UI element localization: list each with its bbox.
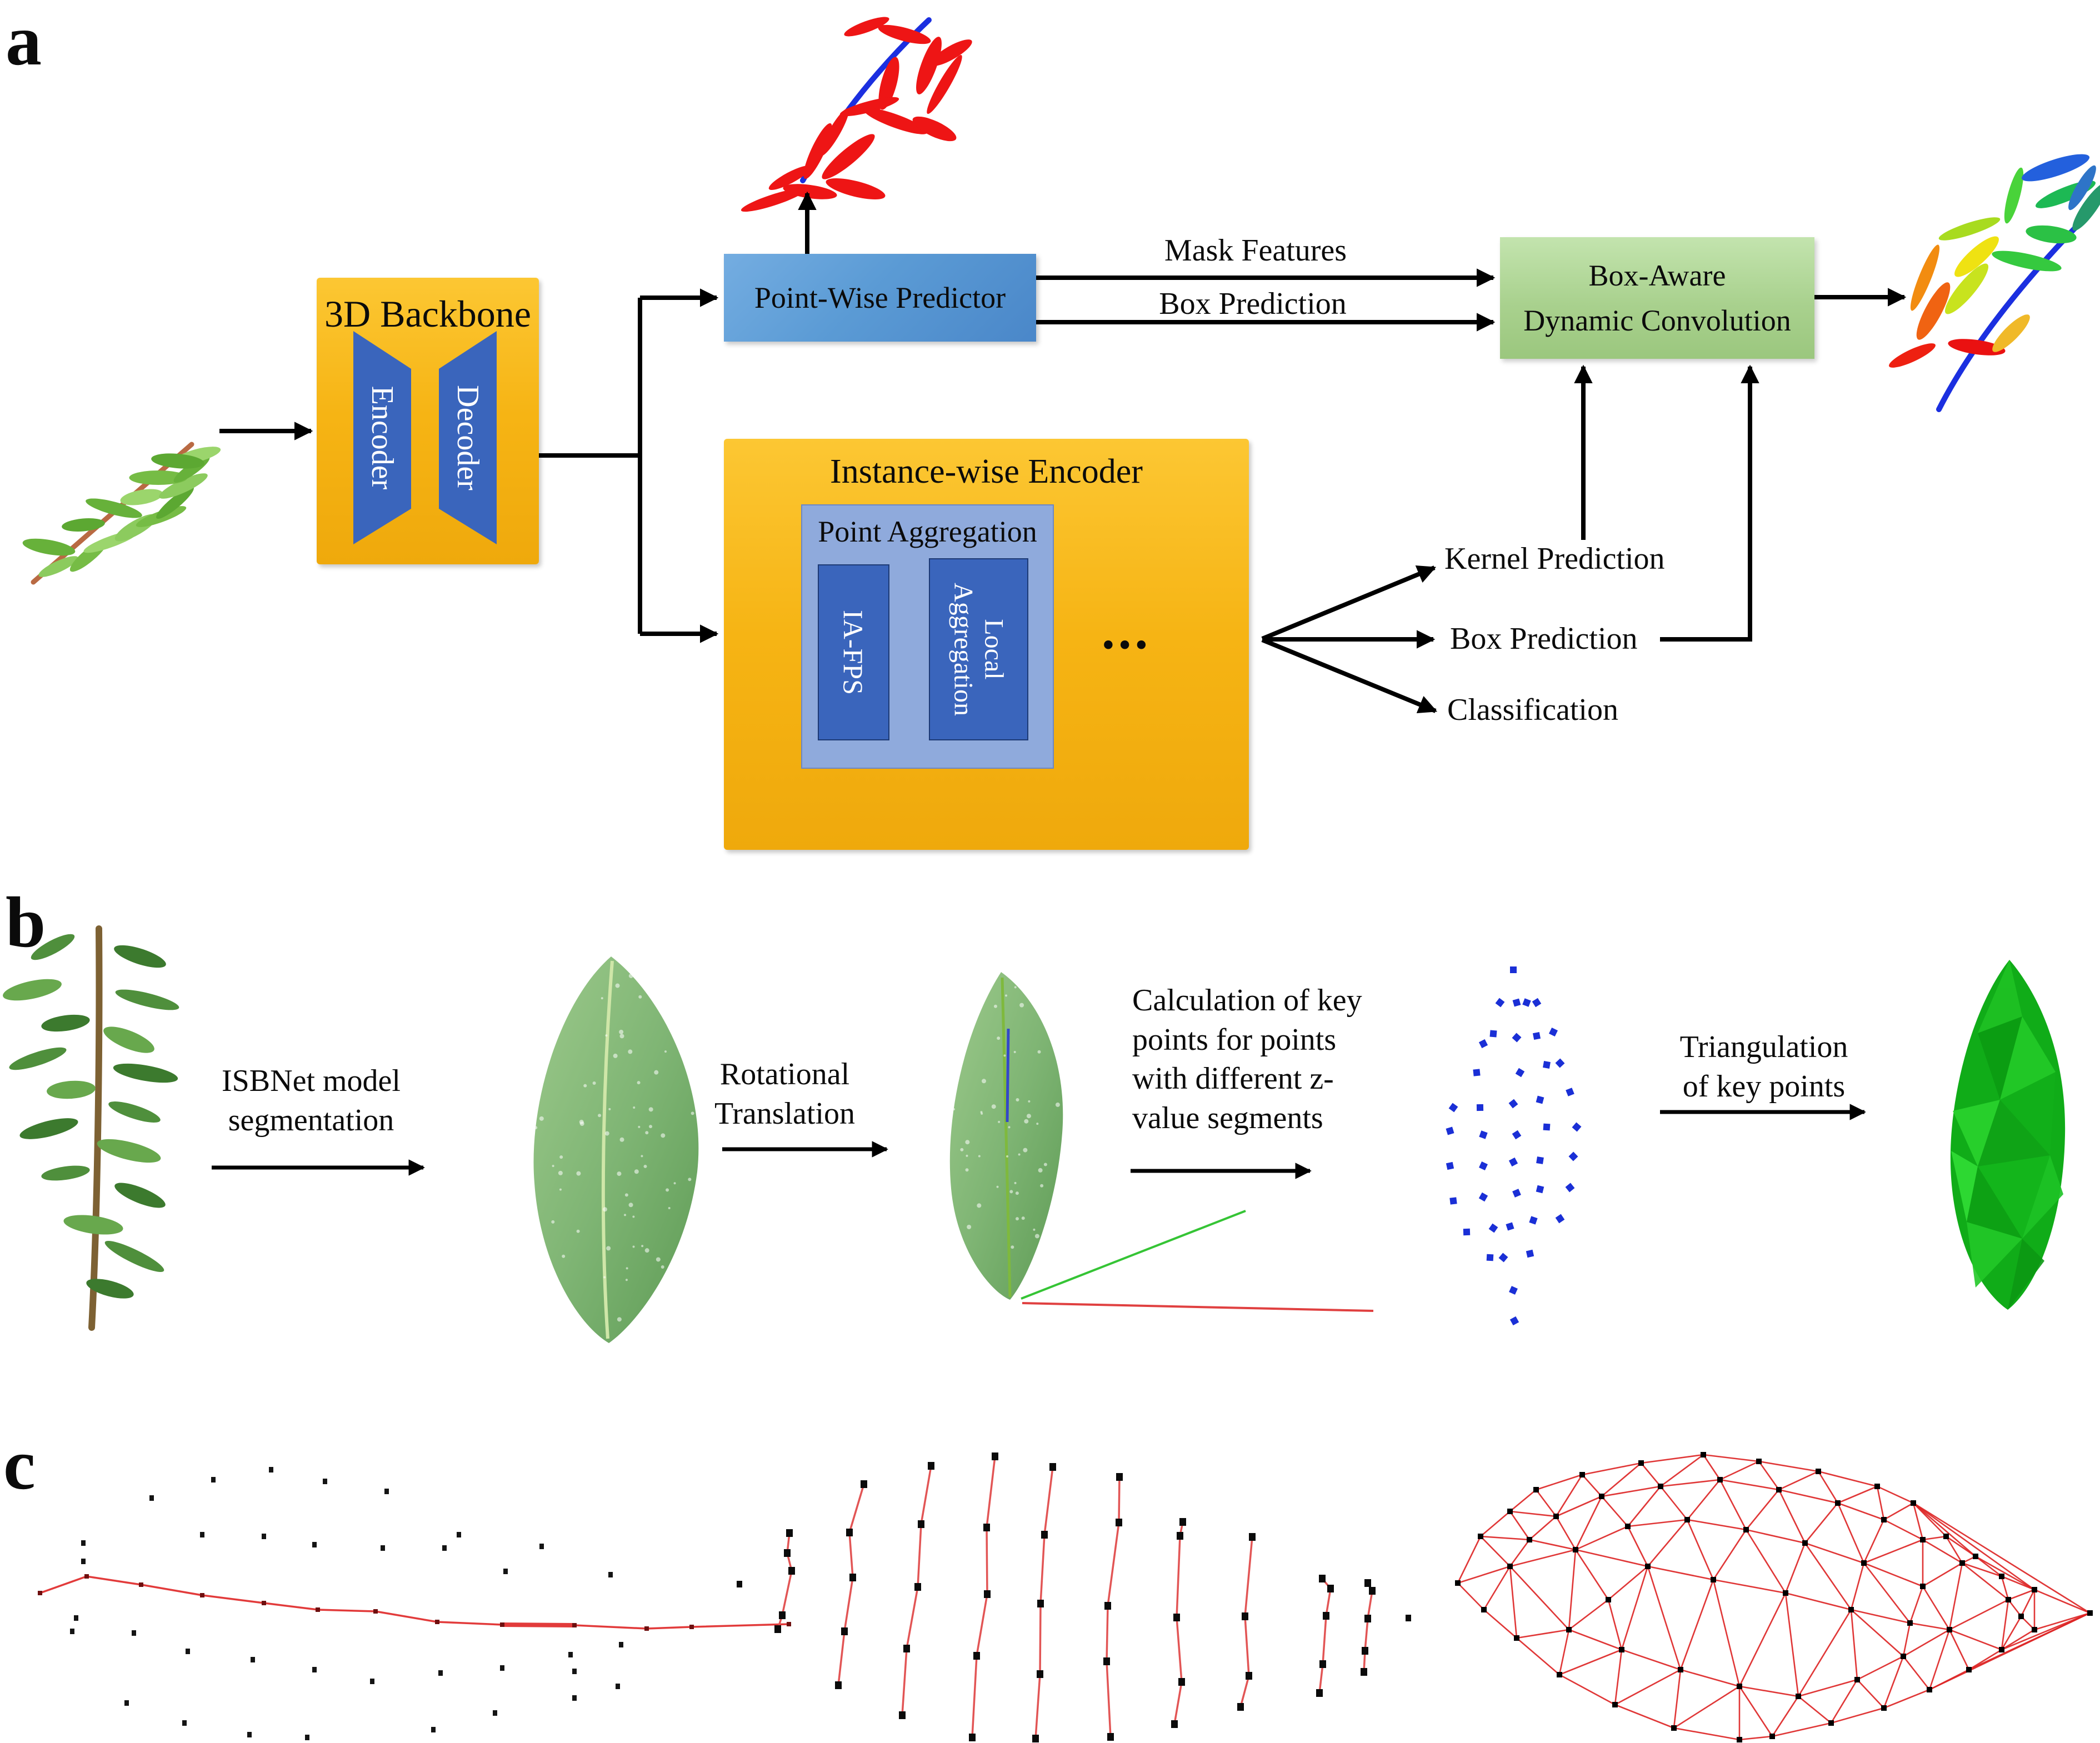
- arrow-boxpred-to-conv: [1660, 364, 1759, 642]
- point-aggregation-box: Point Aggregation IA-FPS Local Aggregati…: [801, 504, 1054, 769]
- point-wise-predictor-label: Point-Wise Predictor: [754, 281, 1006, 314]
- triangulated-leaf-image: [1950, 960, 2066, 1310]
- local-aggregation-label: Local Aggregation: [948, 583, 1009, 716]
- arrow-fan-classification: [1261, 638, 1438, 714]
- box-aware-line1: Box-Aware: [1588, 258, 1726, 292]
- box-prediction-mid-label: Box Prediction: [1450, 622, 1638, 656]
- mask-features-label: Mask Features: [1164, 233, 1347, 268]
- panel-label-b: b: [6, 883, 46, 963]
- keypoints-scatter: [1446, 966, 1582, 1326]
- point-wise-predictor-box: Point-Wise Predictor: [724, 254, 1036, 342]
- backbone-box: 3D Backbone Encoder Decoder: [317, 278, 539, 564]
- panel-label-c: c: [3, 1425, 36, 1505]
- decoder-trapezoid: Decoder: [439, 331, 497, 544]
- backbone-title: 3D Backbone: [324, 293, 531, 335]
- local-aggregation-box: Local Aggregation: [929, 558, 1028, 740]
- classification-label: Classification: [1447, 693, 1618, 727]
- arrow-fan-kernel: [1261, 565, 1437, 641]
- segmented-leaf-image: [533, 956, 699, 1343]
- z-axis-line: [1006, 1028, 1010, 1123]
- panel-label-a: a: [6, 1, 42, 81]
- point-aggregation-title: Point Aggregation: [818, 515, 1037, 548]
- instance-encoder-box: Instance-wise Encoder Point Aggregation …: [724, 439, 1249, 850]
- box-prediction-top-label: Box Prediction: [1159, 287, 1347, 321]
- pointwise-mask-output-image: [741, 17, 972, 212]
- keypoints-with-midrib-plot: [38, 1467, 791, 1740]
- pipeline-b-arrows: [212, 1104, 1866, 1179]
- instance-segmentation-output-image: [1889, 154, 2100, 412]
- ellipsis-label: ...: [1102, 601, 1152, 660]
- triangulated-mesh-plot: [1455, 1452, 2093, 1742]
- input-plant-image: [22, 442, 221, 585]
- instance-encoder-title: Instance-wise Encoder: [830, 453, 1143, 490]
- ia-fps-box: IA-FPS: [818, 564, 889, 740]
- x-axis-line: [1022, 1302, 1374, 1312]
- box-aware-line2: Dynamic Convolution: [1523, 303, 1791, 337]
- kernel-prediction-label: Kernel Prediction: [1444, 542, 1665, 576]
- keypoint-strips-plot: [737, 1452, 1411, 1742]
- box-aware-conv-box: Box-Aware Dynamic Convolution: [1500, 237, 1814, 359]
- panel-b-plant-image: [3, 925, 179, 1331]
- encoder-trapezoid: Encoder: [353, 331, 411, 544]
- y-axis-line: [1021, 1210, 1246, 1300]
